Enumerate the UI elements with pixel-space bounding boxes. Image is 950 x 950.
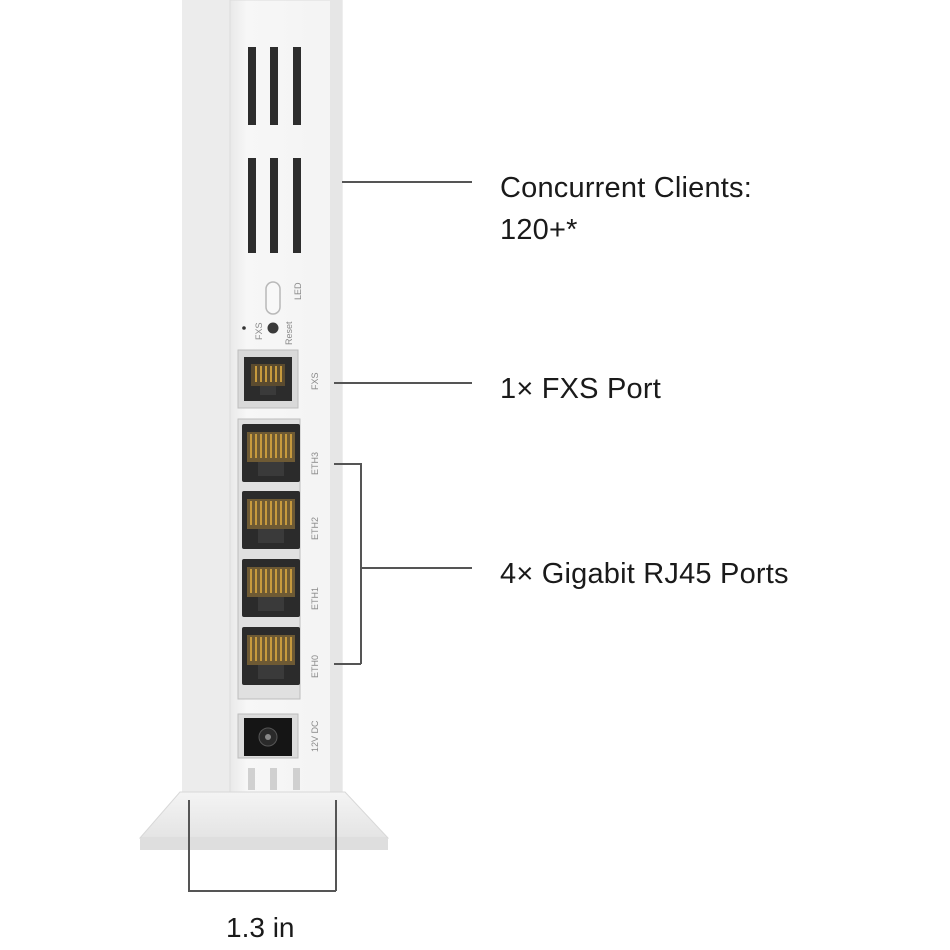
base-stand-front <box>140 838 388 850</box>
led-indicator <box>265 281 281 315</box>
eth3-port <box>241 423 301 483</box>
clients-callout: Concurrent Clients: 120+* <box>500 167 752 251</box>
eth0-label: ETH0 <box>310 655 320 678</box>
led-label: LED <box>293 282 303 300</box>
gigabit-callout: 4× Gigabit RJ45 Ports <box>500 558 789 590</box>
eth1-port <box>241 558 301 618</box>
device-side <box>182 0 238 800</box>
vent-slots <box>248 47 301 253</box>
dimension-line <box>188 890 336 892</box>
dimension-left-tick <box>188 800 190 891</box>
fxs-port-label: FXS <box>310 372 320 390</box>
fxs-port <box>244 357 292 401</box>
width-dimension-label: 1.3 in <box>226 912 295 943</box>
fxs-small-label: FXS <box>254 322 264 340</box>
clients-callout-line2: 120+* <box>500 214 578 247</box>
eth2-port <box>241 490 301 550</box>
gigabit-bracket <box>360 463 362 664</box>
eth3-label: ETH3 <box>310 452 320 475</box>
fxs-callout: 1× FXS Port <box>500 373 661 405</box>
gigabit-bracket-bottom <box>334 663 361 665</box>
eth2-label: ETH2 <box>310 517 320 540</box>
gigabit-leader-line <box>360 567 472 569</box>
reset-button <box>267 322 279 334</box>
clients-leader-line <box>342 181 472 183</box>
eth1-label: ETH1 <box>310 587 320 610</box>
reset-label: Reset <box>284 321 294 345</box>
eth0-port <box>241 626 301 686</box>
base-stand-top <box>138 791 390 839</box>
fxs-leader-line <box>334 382 472 384</box>
clients-callout-line1: Concurrent Clients: <box>500 172 753 204</box>
dimension-right-tick <box>335 800 337 891</box>
fxs-led-dot <box>242 326 246 330</box>
power-label: 12V DC <box>310 720 320 752</box>
gigabit-bracket-top <box>334 463 361 465</box>
